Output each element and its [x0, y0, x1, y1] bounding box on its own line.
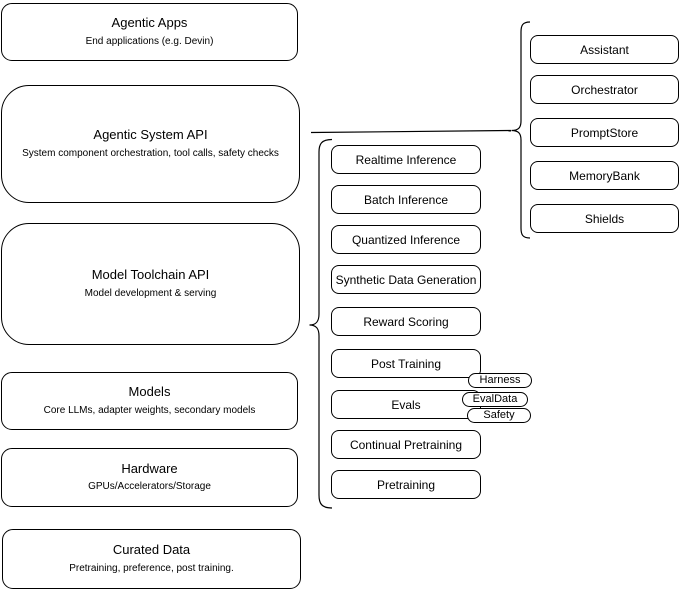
node-title: Hardware [121, 460, 178, 476]
node-evals: Evals [331, 390, 481, 419]
node-subtitle: System component orchestration, tool cal… [22, 147, 279, 159]
node-curated-data: Curated Data Pretraining, preference, po… [2, 529, 301, 589]
tag-safety: Safety [467, 408, 531, 423]
node-realtime-inference: Realtime Inference [331, 145, 481, 174]
node-batch-inference: Batch Inference [331, 185, 481, 214]
node-model-toolchain-api: Model Toolchain API Model development & … [1, 223, 300, 345]
connector-line-system-api [310, 129, 512, 134]
node-title: Agentic System API [93, 127, 208, 143]
node-agentic-apps: Agentic Apps End applications (e.g. Devi… [1, 3, 298, 61]
tag-evaldata: EvalData [462, 392, 528, 407]
node-title: Models [128, 384, 171, 400]
node-subtitle: Model development & serving [84, 287, 217, 299]
node-quantized-inference: Quantized Inference [331, 225, 481, 254]
node-subtitle: End applications (e.g. Devin) [85, 35, 214, 47]
node-continual-pretraining: Continual Pretraining [331, 430, 481, 459]
node-title: Model Toolchain API [91, 267, 210, 283]
node-agentic-system-api: Agentic System API System component orch… [1, 85, 300, 203]
tag-harness: Harness [468, 373, 532, 388]
node-title: Curated Data [112, 542, 191, 558]
node-title: Agentic Apps [111, 15, 188, 31]
node-orchestrator: Orchestrator [530, 75, 679, 104]
node-shields: Shields [530, 204, 679, 233]
node-subtitle: GPUs/Accelerators/Storage [88, 481, 211, 493]
brace-system-components [511, 21, 531, 239]
node-reward-scoring: Reward Scoring [331, 307, 481, 336]
node-post-training: Post Training [331, 349, 481, 378]
node-hardware: Hardware GPUs/Accelerators/Storage [1, 448, 298, 507]
node-synthetic-data-generation: Synthetic Data Generation [331, 265, 481, 294]
node-subtitle: Pretraining, preference, post training. [69, 562, 234, 574]
node-promptstore: PromptStore [530, 118, 679, 147]
node-models: Models Core LLMs, adapter weights, secon… [1, 372, 298, 430]
node-assistant: Assistant [530, 35, 679, 64]
node-subtitle: Core LLMs, adapter weights, secondary mo… [43, 404, 256, 416]
node-memorybank: MemoryBank [530, 161, 679, 190]
brace-toolchain-components [309, 138, 333, 509]
node-pretraining: Pretraining [331, 470, 481, 499]
